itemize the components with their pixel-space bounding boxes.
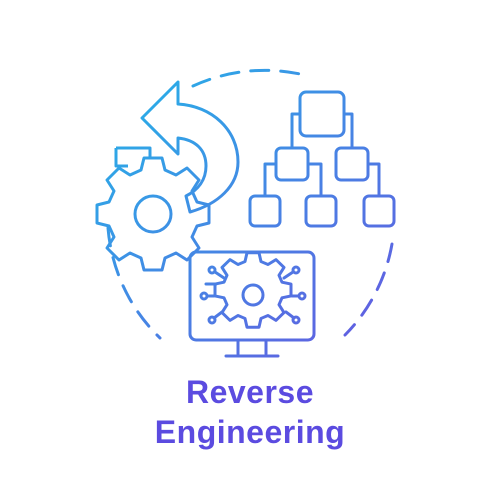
gear-icon bbox=[95, 156, 211, 272]
title-line-2: Engineering bbox=[154, 414, 346, 450]
circular-arrow-icon bbox=[140, 80, 240, 214]
badge-title: Reverse Engineering bbox=[0, 372, 500, 452]
arrow-tail-tab bbox=[114, 146, 152, 168]
monitor-gear-icon bbox=[188, 250, 316, 358]
hierarchy-icon bbox=[248, 90, 396, 228]
title-line-1: Reverse bbox=[185, 374, 315, 410]
